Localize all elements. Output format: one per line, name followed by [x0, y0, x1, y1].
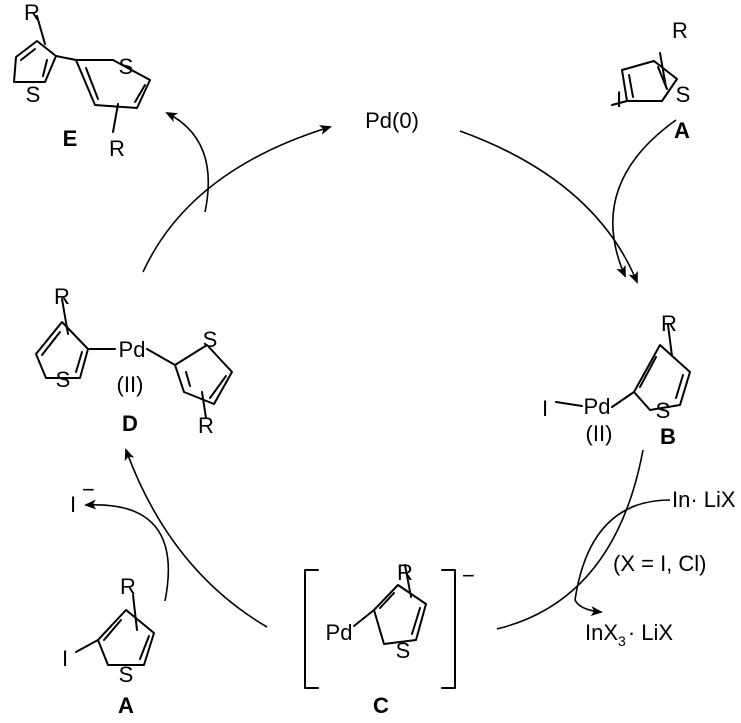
label-E: E — [63, 126, 78, 151]
oxidation-state-D: (II) — [117, 372, 144, 397]
complex-charge-C: − — [462, 563, 475, 588]
substituent-E-bottom: R — [109, 136, 125, 161]
substituent-A-top: R — [672, 18, 688, 43]
substituent-B: R — [661, 311, 677, 336]
substituent-E-top: R — [24, 0, 40, 25]
label-D: D — [122, 411, 138, 436]
substituent-A-bottom: R — [120, 574, 136, 599]
reagent-label: In· LiX — [672, 487, 736, 512]
arc-transmetalation — [496, 449, 644, 630]
label-A-bottom: A — [118, 693, 134, 718]
bithiophene-E — [13, 15, 151, 133]
sulfur-A-top: S — [676, 82, 691, 107]
iodine-B: I — [542, 396, 548, 421]
arc-reductive-elimination — [142, 125, 332, 273]
sulfur-D-left: S — [56, 367, 71, 392]
arrow-reagent-in — [574, 499, 671, 617]
sulfur-C: S — [396, 638, 411, 663]
sulfur-B: S — [656, 398, 671, 423]
substituent-D-top: R — [54, 284, 70, 309]
iodide-charge: − — [82, 477, 95, 502]
palladium-D: Pd — [119, 337, 146, 362]
substituent-C: R — [397, 560, 413, 585]
byproduct-label: InX3· LiX — [585, 620, 673, 649]
sulfur-E-left: S — [26, 82, 41, 107]
sulfur-A-bottom: S — [119, 662, 134, 687]
thienyl-palladate-C — [353, 564, 427, 645]
palladium-B: Pd — [584, 394, 611, 419]
arrow-substrate-in-top — [612, 119, 677, 278]
thiophene-A-top — [611, 52, 678, 106]
iodide-label: I — [70, 492, 76, 517]
arc-ligand-exchange — [124, 448, 268, 628]
iodine-A-bottom: I — [62, 646, 68, 671]
label-B: B — [660, 424, 676, 449]
reagent-condition: (X = I, Cl) — [613, 551, 707, 576]
label-C: C — [373, 693, 389, 718]
iodine-A-top: I — [616, 87, 622, 112]
thienyl-palladium-iodide-B — [555, 324, 691, 411]
arrow-iodide-out — [84, 499, 170, 602]
arc-oxidative-addition — [459, 130, 638, 284]
bracket-C — [304, 569, 456, 689]
label-A-top: A — [674, 118, 690, 143]
palladium-C: Pd — [326, 620, 353, 645]
arrow-product-out — [165, 112, 210, 213]
substituent-D-bottom: R — [198, 413, 214, 438]
byproduct-subscript: 3 — [618, 633, 626, 649]
sulfur-D-right: S — [203, 327, 218, 352]
oxidation-state-B: (II) — [586, 421, 613, 446]
thiophene-A-bottom — [75, 594, 155, 666]
sulfur-E-right: S — [119, 54, 134, 79]
catalyst-label: Pd(0) — [365, 108, 419, 133]
bis-thienyl-palladium-D — [35, 298, 233, 419]
